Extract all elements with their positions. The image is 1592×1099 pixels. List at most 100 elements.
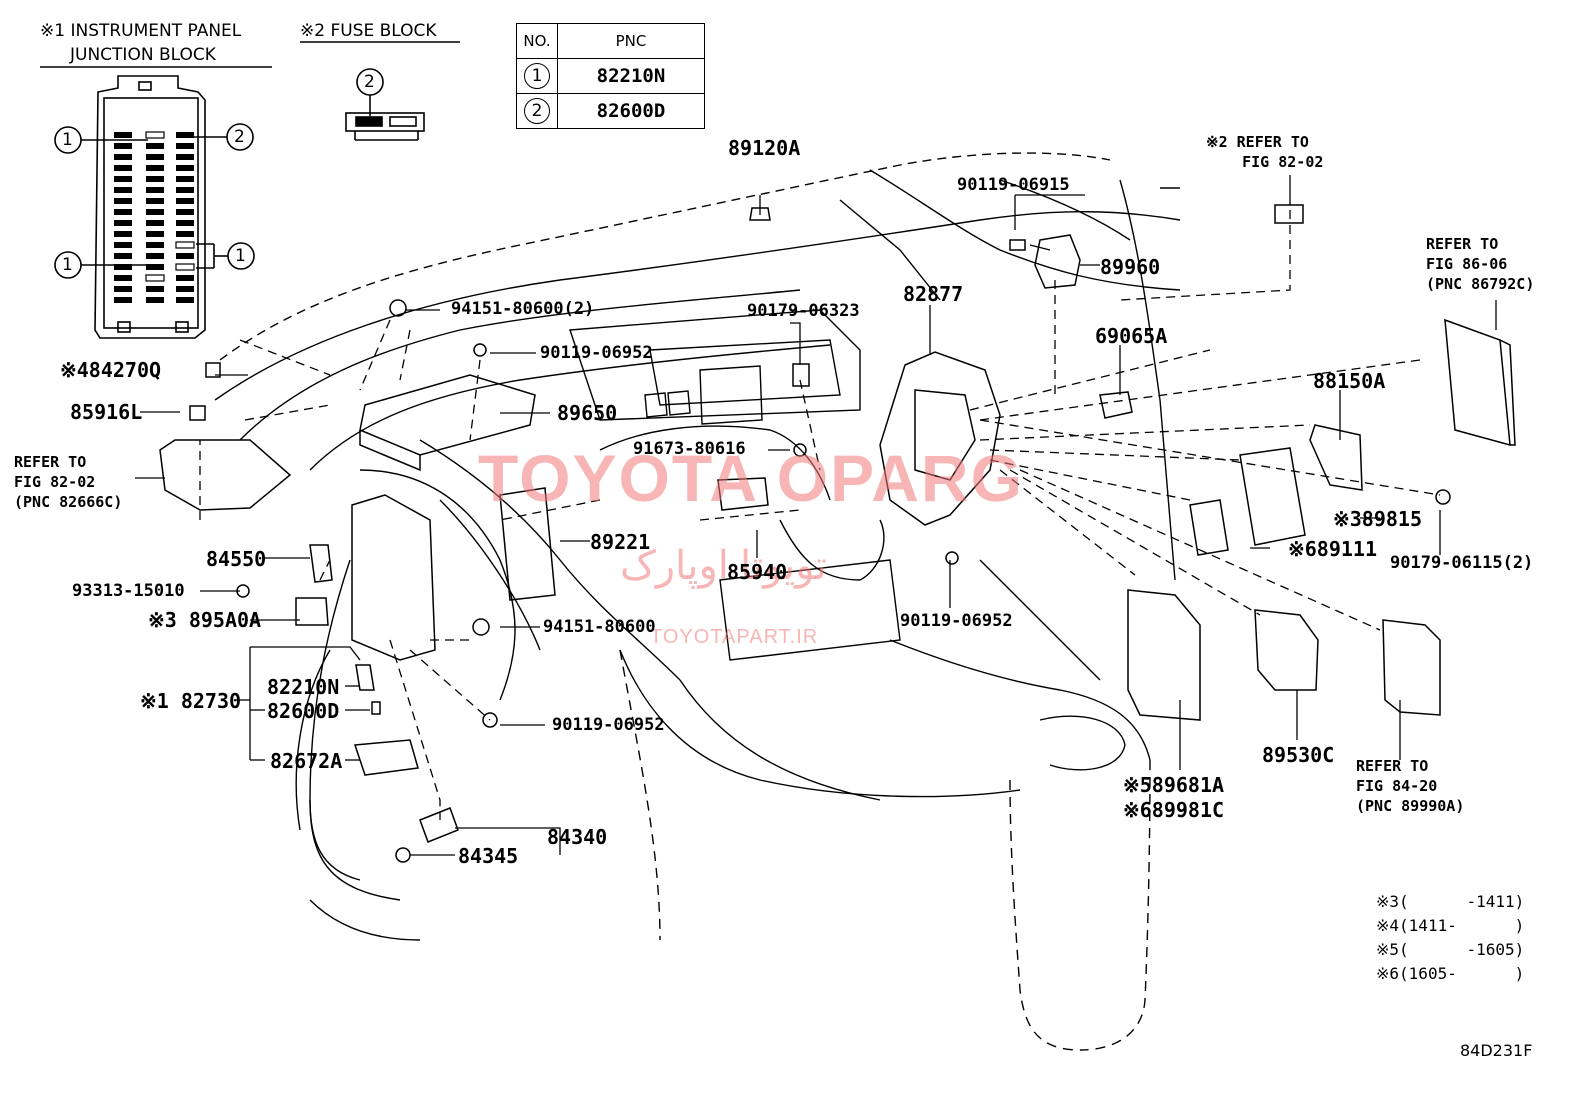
fuse-slot — [114, 275, 132, 281]
part-label-89960[interactable]: 89960 — [1100, 255, 1161, 279]
fuse-slot — [146, 242, 164, 248]
fuse-slot — [146, 297, 164, 303]
part-label-82210N[interactable]: 82210N — [267, 675, 340, 699]
fuse-slot — [146, 220, 164, 226]
fuse-slot — [114, 231, 132, 237]
figure-code: 84D231F — [1460, 1041, 1533, 1060]
dashed-lines — [199, 210, 1441, 820]
pnc-row-number: 1 — [524, 63, 550, 89]
pnc-table: NO. PNC 1 82210N 2 82600D — [516, 23, 705, 129]
part-label-90179-06115[interactable]: 90179-06115(2) — [1390, 553, 1534, 573]
watermark-site: TOYOTAPART.IR — [650, 626, 819, 648]
part-label-90119-06952-b[interactable]: 90119-06952 — [900, 611, 1013, 631]
pnc-row-value: 82210N — [557, 58, 705, 94]
junction-callout-1a: 1 — [62, 130, 73, 150]
fuse-slot — [146, 198, 164, 204]
part-label-84345[interactable]: 84345 — [458, 844, 519, 868]
fuse-slot — [114, 242, 132, 248]
fuse-slot — [176, 198, 194, 204]
part-label-84550[interactable]: 84550 — [206, 547, 267, 571]
fuse-slot — [146, 187, 164, 193]
dashboard-outline — [214, 152, 1181, 1051]
fuse-slot — [114, 176, 132, 182]
part-label-89981C[interactable]: ※689981C — [1123, 798, 1225, 822]
part-label-91673-80616[interactable]: 91673-80616 — [633, 439, 746, 459]
fuse-slot — [114, 198, 132, 204]
fuse-slot — [146, 231, 164, 237]
part-label-84270Q[interactable]: ※484270Q — [60, 358, 162, 382]
refer-fig-84-20[interactable]: REFER TO FIG 84-20 (PNC 89990A) — [1356, 757, 1465, 815]
part-label-82600D[interactable]: 82600D — [267, 699, 340, 723]
fuse-slot — [176, 187, 194, 193]
fuse-slot — [146, 165, 164, 171]
pnc-row-number: 2 — [524, 98, 550, 124]
refer-fig-82-02-left[interactable]: REFER TO FIG 82-02 (PNC 82666C) — [14, 453, 123, 511]
fuse-slot — [114, 264, 132, 270]
fuse-slot — [175, 241, 195, 249]
fuse-slot — [176, 176, 194, 182]
part-label-89120A[interactable]: 89120A — [728, 136, 801, 160]
junction-callout-1c: 1 — [62, 255, 73, 275]
fuse-slot — [114, 154, 132, 160]
part-label-85916L[interactable]: 85916L — [70, 400, 143, 424]
watermark-arabic: تویوتا اوپارک — [620, 544, 827, 588]
part-label-90179-06323[interactable]: 90179-06323 — [747, 301, 860, 321]
part-label-94151-80600-2[interactable]: 94151-80600(2) — [451, 299, 595, 319]
pnc-table-header-no: NO. — [516, 23, 558, 59]
part-label-89681A[interactable]: ※589681A — [1123, 773, 1225, 797]
fuse-slot — [114, 209, 132, 215]
fuse-slot — [146, 209, 164, 215]
part-label-82877[interactable]: 82877 — [903, 282, 964, 306]
refer-fig-82-02-top[interactable]: ※2 REFER TO FIG 82-02 — [1206, 133, 1324, 171]
junction-block-drawing — [94, 75, 206, 339]
fuse-slot — [176, 220, 194, 226]
part-label-90119-06952-a[interactable]: 90119-06952 — [540, 343, 653, 363]
fuse-slot — [145, 274, 165, 282]
part-label-69065A[interactable]: 69065A — [1095, 324, 1168, 348]
fuse-callout-2: 2 — [364, 72, 375, 92]
fuse-slot — [146, 286, 164, 292]
fuse-slot — [176, 286, 194, 292]
fuse-slot — [114, 220, 132, 226]
fuse-block-header: ※2 FUSE BLOCK — [300, 21, 437, 41]
note-4: ※4(1411- ) — [1376, 916, 1525, 935]
part-label-93313-15010[interactable]: 93313-15010 — [72, 581, 185, 601]
note-6: ※6(1605- ) — [1376, 964, 1525, 983]
part-label-94151-80600[interactable]: 94151-80600 — [543, 617, 656, 637]
part-label-89111[interactable]: ※689111 — [1288, 537, 1378, 561]
part-label-89815[interactable]: ※389815 — [1333, 507, 1423, 531]
fuse-slot — [145, 131, 165, 139]
pnc-row-value: 82600D — [557, 93, 705, 129]
refer-fig-86-06[interactable]: REFER TO FIG 86-06 (PNC 86792C) — [1426, 235, 1535, 293]
fuse-slot — [146, 264, 164, 270]
junction-block-header-line2: JUNCTION BLOCK — [70, 45, 216, 65]
fuse-slot — [114, 297, 132, 303]
part-label-895A0A[interactable]: ※3 895A0A — [148, 608, 262, 632]
fuse-slot — [175, 263, 195, 271]
part-label-90119-06952-c[interactable]: 90119-06952 — [552, 715, 665, 735]
part-label-85940[interactable]: 85940 — [727, 560, 788, 584]
part-label-84340[interactable]: 84340 — [547, 825, 608, 849]
fuse-slot — [114, 187, 132, 193]
note-5: ※5( -1605) — [1376, 940, 1525, 959]
junction-callout-2: 2 — [234, 127, 245, 147]
part-label-90119-06915[interactable]: 90119-06915 — [957, 175, 1070, 195]
junction-block-header-line1: ※1 INSTRUMENT PANEL — [40, 21, 242, 41]
fuse-slot — [176, 143, 194, 149]
part-label-82730[interactable]: ※1 82730 — [140, 689, 242, 713]
fuse-slot — [176, 253, 194, 259]
part-label-89650[interactable]: 89650 — [557, 401, 618, 425]
fuse-block-drawing — [345, 68, 425, 141]
fuse-slot — [114, 132, 132, 138]
part-label-89221[interactable]: 89221 — [590, 530, 651, 554]
part-label-88150A[interactable]: 88150A — [1313, 369, 1386, 393]
fuse-slot — [146, 176, 164, 182]
fuse-slot — [176, 231, 194, 237]
fuse-slot — [176, 132, 194, 138]
pnc-row-no: 2 — [516, 93, 558, 129]
part-label-89530C[interactable]: 89530C — [1262, 743, 1335, 767]
part-label-82672A[interactable]: 82672A — [270, 749, 343, 773]
fuse-slot — [146, 253, 164, 259]
fuse-slot — [176, 297, 194, 303]
